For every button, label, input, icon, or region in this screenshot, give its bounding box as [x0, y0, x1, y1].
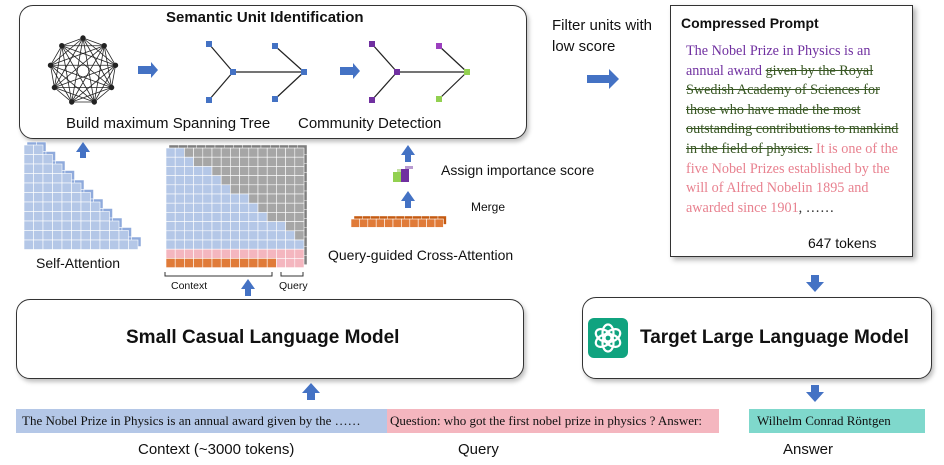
arrow-right-2 — [340, 63, 360, 79]
query-bar: Question: who got the first nobel prize … — [387, 409, 719, 433]
assign-importance-label: Assign importance score — [441, 162, 595, 178]
openai-logo-icon — [588, 318, 628, 358]
compressed-prompt-title: Compressed Prompt — [681, 15, 819, 31]
self-attention-matrix — [23, 141, 142, 250]
answer-bar: Wilhelm Conrad Röntgen — [749, 409, 925, 433]
arrow-right-1 — [138, 62, 158, 78]
pink-text: It is one of the five Nobel Prizes estab… — [686, 140, 898, 216]
target-model-label: Target Large Language Model — [640, 327, 909, 348]
merge-bar — [350, 215, 447, 228]
arrow-up-model — [241, 279, 255, 296]
importance-score-cubes — [393, 166, 413, 182]
token-count: 647 tokens — [808, 235, 877, 251]
kept-text: The Nobel Prize in Physics is an annual … — [686, 43, 871, 79]
complete-graph-icon — [47, 35, 119, 105]
context-bar: The Nobel Prize in Physics is an annual … — [16, 409, 387, 433]
query-bracket-label: Query — [279, 280, 308, 292]
compressed-prompt-box — [670, 5, 913, 257]
spanning-tree-nodes — [206, 41, 307, 103]
removed-text: given by the Royal Swedish Academy of Sc… — [686, 62, 899, 157]
community-label: Community Detection — [298, 115, 442, 132]
arrow-up-self — [76, 142, 90, 158]
arrow-up-cross — [401, 145, 415, 162]
mst-label: Build maximum Spanning Tree — [66, 115, 271, 132]
target-model-box — [582, 297, 932, 379]
graph-diagrams — [47, 35, 470, 105]
semantic-unit-title: Semantic Unit Identification — [166, 9, 364, 26]
arrow-up-input — [302, 383, 320, 400]
self-attention-label: Self-Attention — [36, 255, 121, 271]
small-model-label: Small Casual Language Model — [126, 327, 400, 348]
community-nodes — [369, 41, 470, 103]
small-model-box — [16, 299, 524, 379]
filter-label-line1: Filter units with — [552, 17, 653, 34]
spanning-tree-icon — [208, 43, 305, 101]
arrow-up-merge — [401, 191, 415, 208]
tail-text: , …… — [798, 199, 835, 216]
cross-attention-label: Query-guided Cross-Attention — [328, 247, 514, 263]
attention-area — [23, 141, 447, 296]
filter-label-line2: low score — [552, 38, 616, 55]
community-tree-icon — [371, 43, 468, 101]
filter-arrow — [587, 69, 619, 89]
answer-caption: Answer — [783, 441, 834, 458]
arrow-down-answer — [806, 385, 824, 402]
query-text: Question: who got the first nobel prize … — [390, 413, 702, 428]
answer-text: Wilhelm Conrad Röntgen — [757, 413, 891, 428]
compressed-prompt-text: The Nobel Prize in Physics is an annual … — [686, 42, 906, 218]
cross-attention-matrix — [165, 144, 308, 268]
query-caption: Query — [458, 441, 499, 458]
context-bracket-label: Context — [171, 280, 208, 292]
context-caption: Context (~3000 tokens) — [138, 441, 295, 458]
context-text: The Nobel Prize in Physics is an annual … — [22, 413, 361, 428]
merge-label: Merge — [471, 200, 506, 214]
context-bracket — [164, 272, 304, 277]
arrow-down-compressed — [806, 275, 824, 292]
